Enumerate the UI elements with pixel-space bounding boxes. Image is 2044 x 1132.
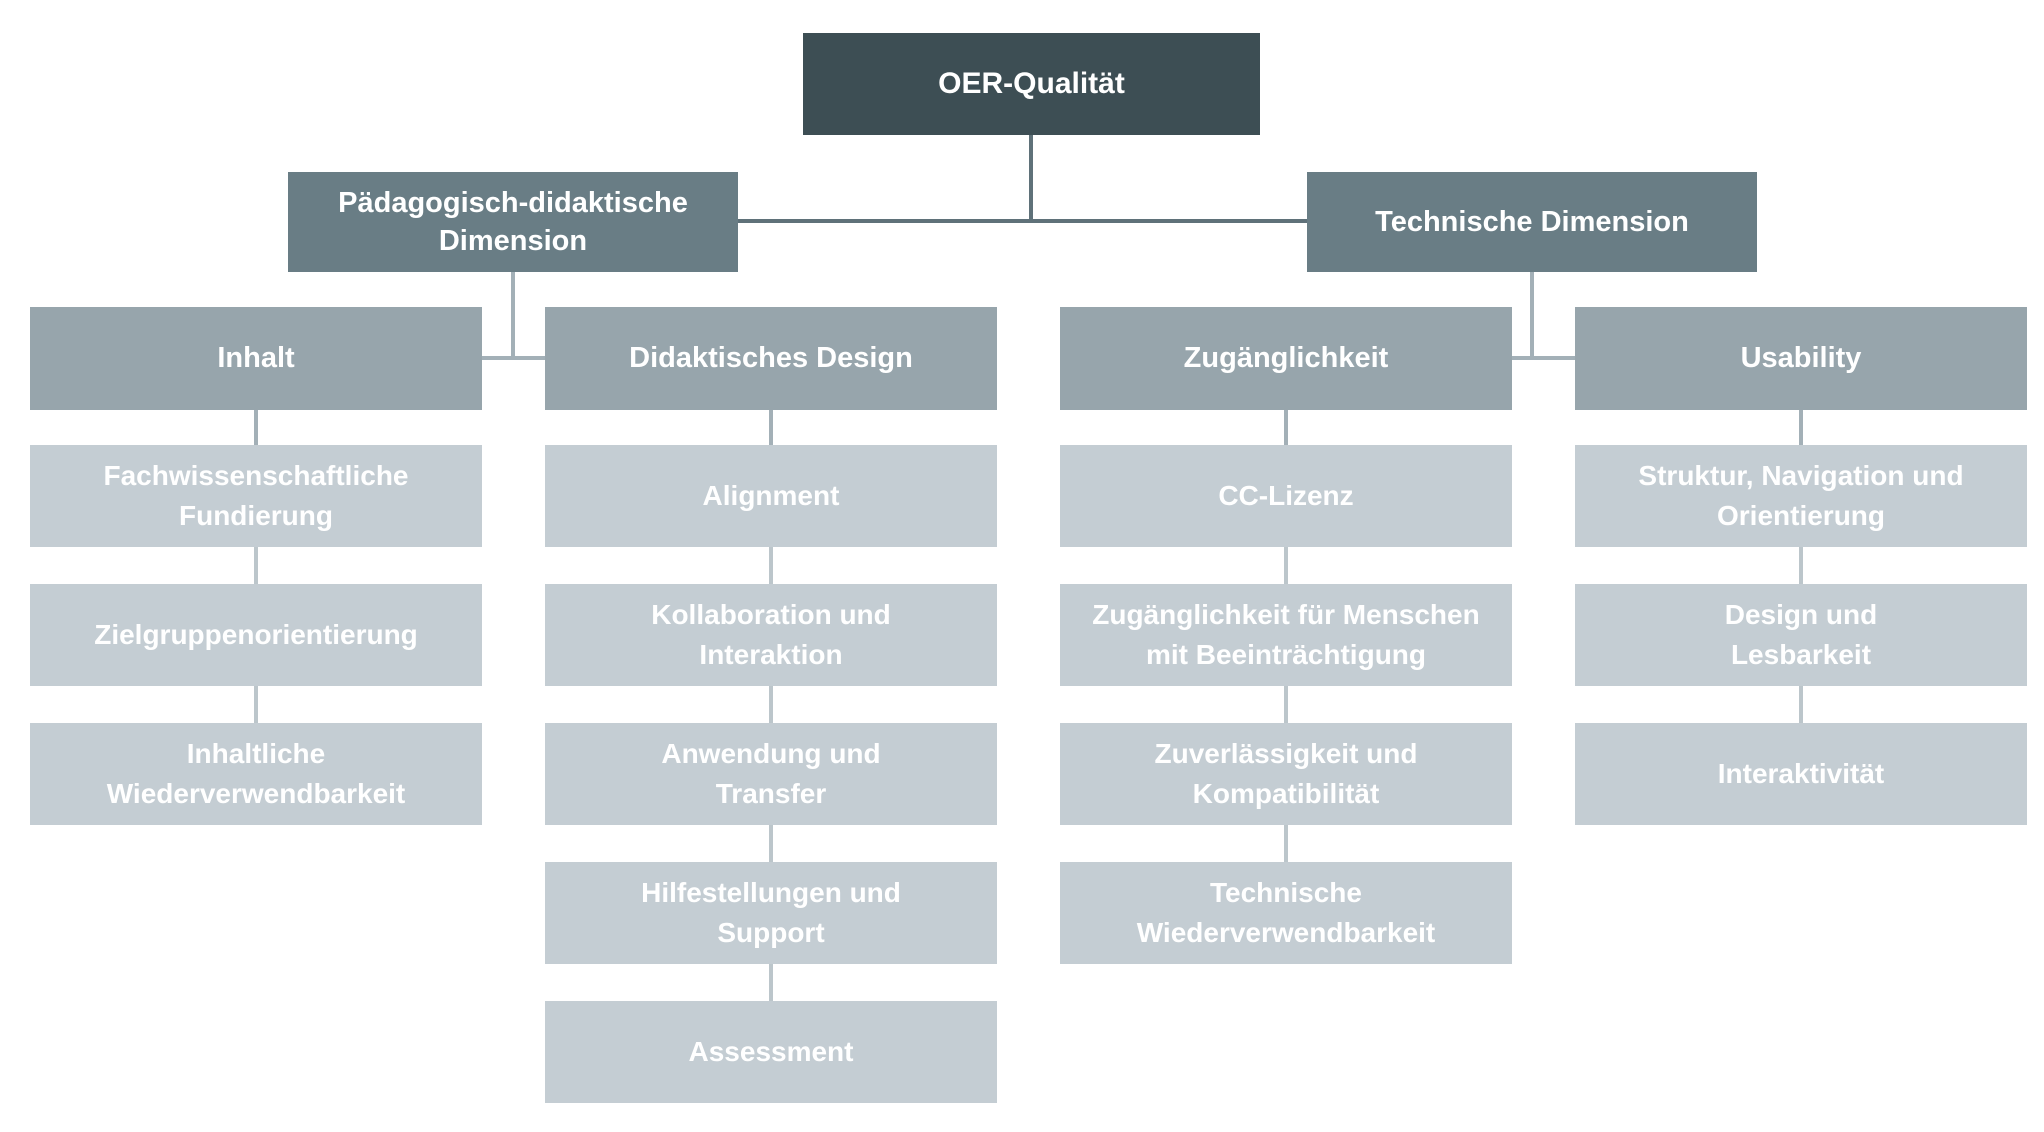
node-zugaenglichkeit: Zugänglichkeit [1060,307,1512,410]
item-label: Zielgruppenorientierung [94,619,418,651]
node-didaktisches-design: Didaktisches Design [545,307,997,410]
item-label: Inhaltliche Wiederverwendbarkeit [106,738,406,809]
item-label: Assessment [688,1036,854,1068]
node-oer-qualitaet-label: OER-Qualität [938,67,1125,100]
item-label: Hilfestellungen und Support [641,877,901,948]
item-label: Struktur, Navigation und Orientierung [1638,460,1964,531]
item-label: Interaktivität [1717,758,1885,790]
connector-technisch-vertical [1530,272,1534,360]
node-zielgruppenorientierung: Zielgruppenorientierung [30,584,482,686]
connector-root-horizontal [738,219,1307,223]
node-struktur-navigation-und-orientierung: Struktur, Navigation und Orientierung [1575,445,2027,547]
connector-paedagogisch-vertical [511,272,515,360]
node-hilfestellungen-und-support: Hilfestellungen und Support [545,862,997,964]
node-kollaboration-und-interaktion: Kollaboration und Interaktion [545,584,997,686]
node-design-und-lesbarkeit: Design und Lesbarkeit [1575,584,2027,686]
item-label: Design und Lesbarkeit [1724,599,1878,670]
node-usability: Usability [1575,307,2027,410]
connector-col-didaktisches-design-top [769,410,773,455]
item-label: CC-Lizenz [1218,480,1354,512]
node-paedagogisch-didaktische-dimension-label: Pädagogisch-didaktische Dimension [338,186,688,257]
node-fachwissenschaftliche-fundierung: Fachwissenschaftliche Fundierung [30,445,482,547]
node-cc-lizenz: CC-Lizenz [1060,445,1512,547]
item-label: Fachwissenschaftliche Fundierung [103,460,409,531]
node-assessment: Assessment [545,1001,997,1103]
node-inhaltliche-wiederverwendbarkeit: Inhaltliche Wiederverwendbarkeit [30,723,482,825]
item-label: Zugänglichkeit für Menschen mit Beeinträ… [1092,599,1480,670]
item-label: Technische Wiederverwendbarkeit [1136,877,1436,948]
node-technische-wiederverwendbarkeit: Technische Wiederverwendbarkeit [1060,862,1512,964]
node-technische-dimension: Technische Dimension [1307,172,1757,272]
item-label: Kollaboration und Interaktion [651,599,891,670]
node-inhalt-label: Inhalt [217,342,295,374]
connector-col-zugaenglichkeit [1284,500,1288,900]
connector-col-inhalt-top [254,410,258,455]
node-interaktivitaet: Interaktivität [1575,723,2027,825]
node-zugaenglichkeit-fuer-menschen-mit-beeintraechtigung: Zugänglichkeit für Menschen mit Beeinträ… [1060,584,1512,686]
node-paedagogisch-didaktische-dimension: Pädagogisch-didaktische Dimension [288,172,738,272]
connector-root-vertical [1029,135,1033,223]
connector-col-usability-top [1799,410,1803,455]
node-alignment: Alignment [545,445,997,547]
node-inhalt: Inhalt [30,307,482,410]
node-technische-dimension-label: Technische Dimension [1375,205,1689,238]
node-usability-label: Usability [1740,342,1862,374]
connector-paedagogisch-horizontal [482,356,545,360]
item-label: Alignment [702,480,840,512]
connector-col-zugaenglichkeit-top [1284,410,1288,455]
node-zugaenglichkeit-label: Zugänglichkeit [1183,342,1389,374]
node-zuverlaessigkeit-und-kompatibilitaet: Zuverlässigkeit und Kompatibilität [1060,723,1512,825]
item-label: Zuverlässigkeit und Kompatibilität [1154,738,1418,809]
node-oer-qualitaet: OER-Qualität [803,33,1260,135]
node-didaktisches-design-label: Didaktisches Design [629,342,913,374]
item-label: Anwendung und Transfer [661,738,881,809]
connector-technisch-horizontal [1512,356,1575,360]
node-anwendung-und-transfer: Anwendung und Transfer [545,723,997,825]
